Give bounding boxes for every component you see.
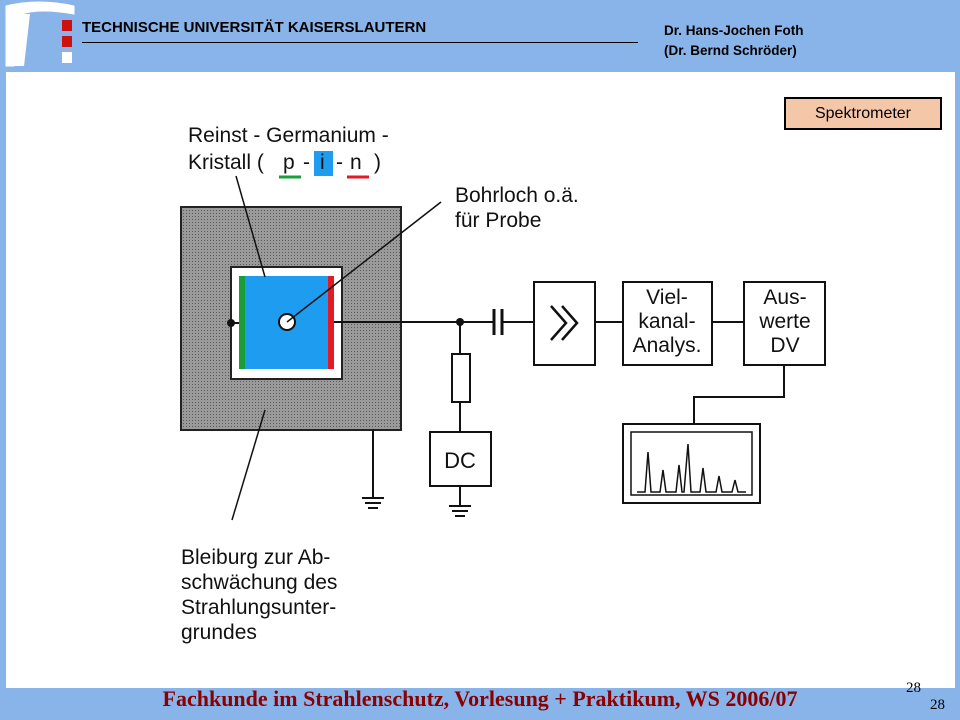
author-name: Dr. Hans-Jochen Foth — [664, 23, 804, 38]
mca-label-line1: Viel- — [646, 286, 688, 309]
resistor — [451, 353, 471, 403]
i-label: i — [320, 151, 325, 174]
co-author-name: (Dr. Bernd Schröder) — [664, 43, 797, 58]
close-paren: ) — [374, 151, 381, 174]
p-label: p — [283, 151, 295, 174]
page-number: 28 — [906, 680, 921, 696]
lecture-title: Fachkunde im Strahlenschutz, Vorlesung +… — [162, 686, 798, 711]
mca-label-line3: Analys. — [633, 334, 702, 357]
slide-canvas — [6, 72, 955, 688]
dc-supply-box — [429, 431, 492, 487]
spektrometer-badge: Spektrometer — [784, 97, 942, 130]
shield-label-line1: Bleiburg zur Ab- — [181, 546, 330, 569]
hole-label-line1: Bohrloch o.ä. — [455, 184, 579, 207]
eval-label-line2: werte — [758, 310, 810, 333]
crystal-label-line1: Reinst - Germanium - — [188, 124, 389, 147]
mca-label-line2: kanal- — [638, 310, 695, 333]
dc-label: DC — [444, 448, 476, 473]
dash-2: - — [336, 151, 343, 174]
eval-label-line1: Aus- — [763, 286, 806, 309]
n-label: n — [350, 151, 362, 174]
data-processing-box — [743, 281, 826, 366]
slide-number: 28 — [930, 697, 945, 713]
university-name: TECHNISCHE UNIVERSITÄT KAISERSLAUTERN — [82, 19, 427, 36]
crystal-label-prefix: Kristall ( — [188, 151, 264, 174]
shield-label-line2: schwächung des — [181, 571, 337, 594]
eval-label-line3: DV — [770, 334, 799, 357]
university-logo — [5, 1, 75, 67]
amplifier-box — [533, 281, 596, 366]
hole-label-line2: für Probe — [455, 209, 541, 232]
multichannel-analyzer-box — [622, 281, 713, 366]
header-divider — [82, 42, 638, 43]
shield-label-line4: grundes — [181, 621, 257, 644]
spectrum-trace — [637, 443, 746, 493]
dash-1: - — [303, 151, 310, 174]
shield-label-line3: Strahlungsunter- — [181, 596, 336, 619]
p-layer — [239, 276, 245, 369]
n-layer — [328, 276, 334, 369]
